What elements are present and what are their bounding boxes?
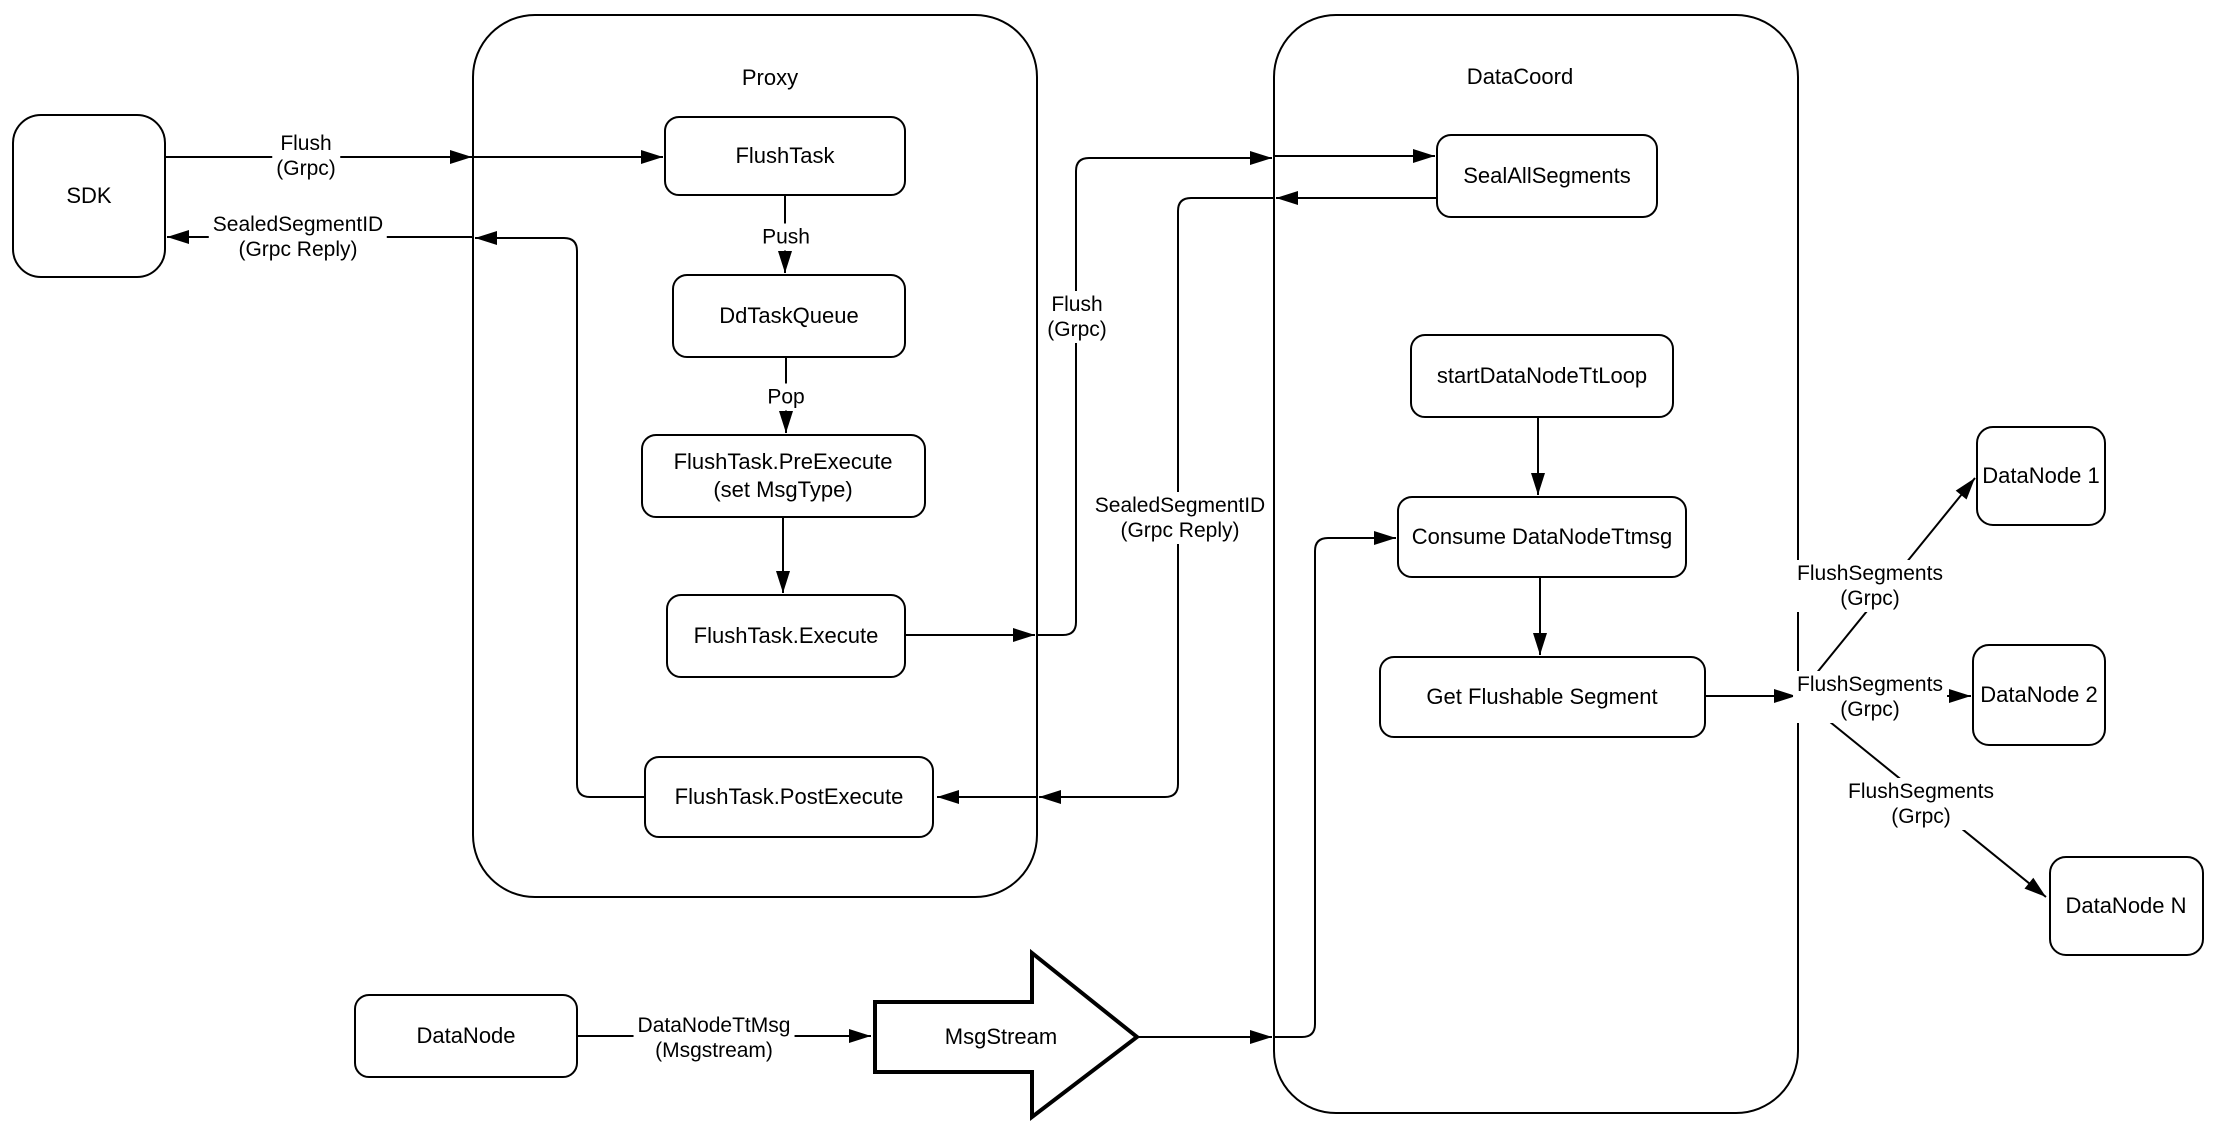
postexecute-box (644, 756, 934, 838)
flushtask-node-label: FlushTask (735, 143, 835, 168)
execute-node-label: FlushTask.Execute (693, 623, 879, 648)
sdk-box (12, 114, 166, 278)
msgstream-node-label: MsgStream (944, 1024, 1058, 1049)
datanode1-box (1976, 426, 2106, 526)
sdk-node-label: SDK (66, 183, 112, 208)
postexecute-node-label: FlushTask.PostExecute (674, 784, 904, 809)
getflushablesegment-node-label: Get Flushable Segment (1426, 684, 1658, 709)
edge-label-flushsegments-3: FlushSegments (Grpc) (1844, 778, 1998, 830)
consume-datanodettmsg-node-label: Consume DataNodeTtmsg (1411, 524, 1673, 549)
datacoord-container-title: DataCoord (1466, 64, 1574, 89)
proxy-container-title: Proxy (741, 65, 799, 90)
datanode-source-node-label: DataNode (416, 1023, 516, 1048)
datanoden-box (2049, 856, 2204, 956)
edge-label-push: Push (758, 223, 814, 251)
startdatanodettloop-box (1410, 334, 1674, 418)
execute-box (666, 594, 906, 678)
consume-datanodettmsg-box (1397, 496, 1687, 578)
edge-label-flushsegments-1: FlushSegments (Grpc) (1793, 560, 1947, 612)
datanoden-node-label: DataNode N (2065, 893, 2187, 918)
preexecute-box (641, 434, 926, 518)
ddtaskqueue-box (672, 274, 906, 358)
datanode1-node-label: DataNode 1 (1982, 463, 2100, 488)
datanode-source-box (354, 994, 578, 1078)
sealallsegments-node-label: SealAllSegments (1463, 163, 1631, 188)
edge-msgstream-to-consume (1274, 531, 1396, 1038)
msgstream-arrow-shape (873, 948, 1141, 1122)
edge-label-flush-grpc-sdk: Flush (Grpc) (272, 130, 340, 182)
getflushablesegment-box (1379, 656, 1706, 738)
edge-label-pop: Pop (763, 383, 809, 411)
preexecute-node-label: FlushTask.PreExecute (set MsgType) (673, 449, 893, 502)
edge-flush-proxy-to-datacoord (1037, 151, 1272, 636)
datanode2-box (1972, 644, 2106, 746)
ddtaskqueue-node-label: DdTaskQueue (719, 303, 859, 328)
edge-postexecute-to-proxy-edge (475, 231, 645, 798)
sealallsegments-box (1436, 134, 1658, 218)
edge-label-sealedsegmentid-sdk: SealedSegmentID (Grpc Reply) (208, 211, 388, 263)
edge-label-datanodettmsg: DataNodeTtMsg (Msgstream) (633, 1012, 795, 1064)
edge-label-sealedsegmentid-datacoord: SealedSegmentID (Grpc Reply) (1090, 492, 1270, 544)
datanode2-node-label: DataNode 2 (1980, 682, 2098, 707)
startdatanodettloop-node-label: startDataNodeTtLoop (1436, 363, 1648, 388)
edge-label-flushsegments-2: FlushSegments (Grpc) (1793, 671, 1947, 723)
edge-label-flush-grpc-datacoord: Flush (Grpc) (1043, 291, 1111, 343)
flushtask-box (664, 116, 906, 196)
